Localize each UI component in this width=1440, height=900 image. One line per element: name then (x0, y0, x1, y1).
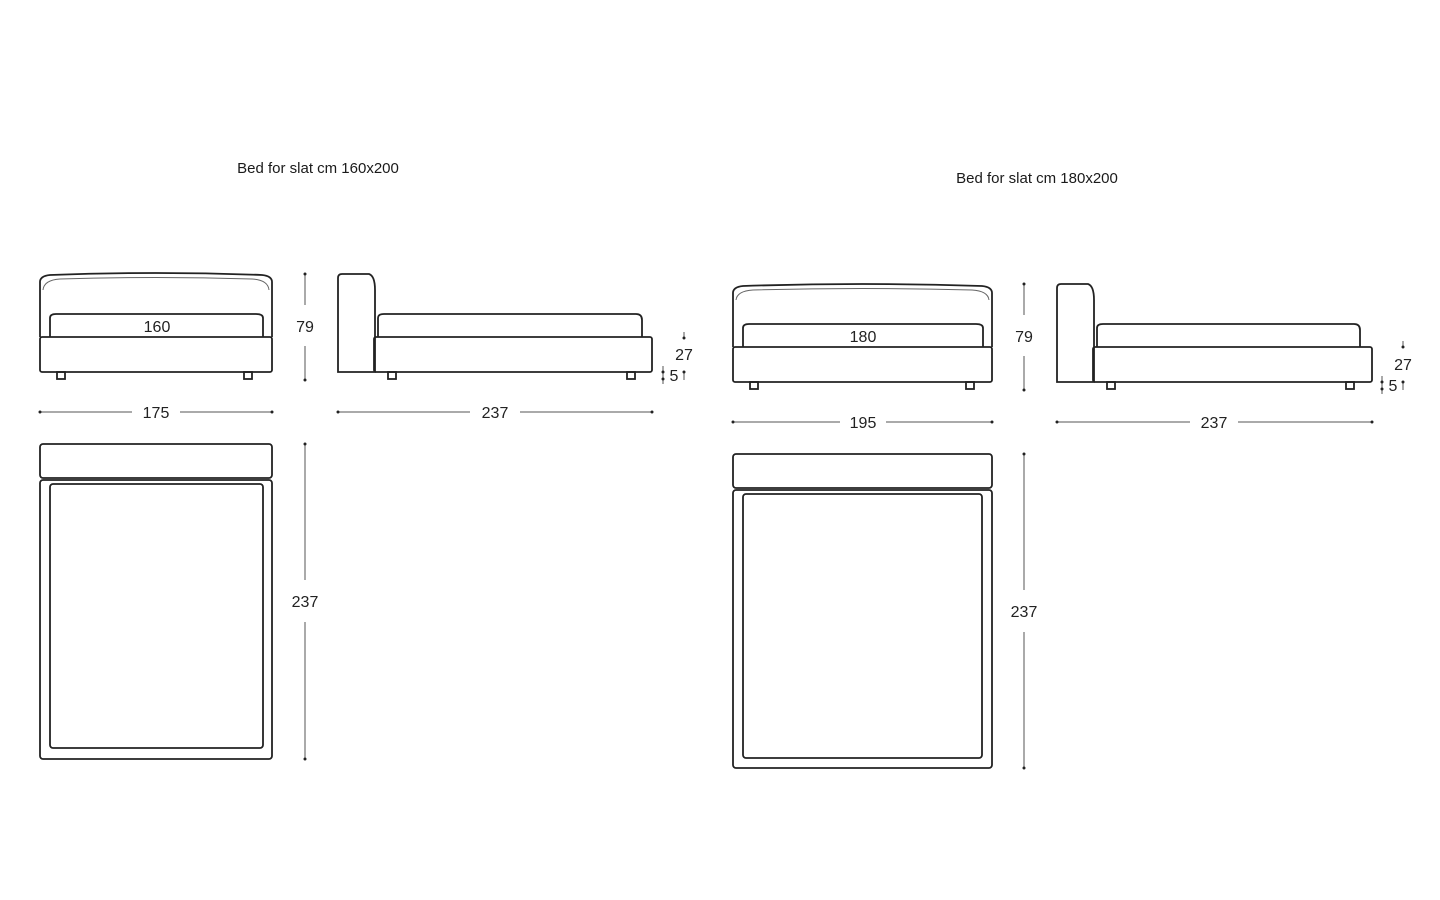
bed-160-top-view: 237 (39, 442, 319, 761)
headboard-top (732, 453, 993, 489)
mattress-width-label: 160 (144, 319, 171, 336)
leg (626, 371, 636, 380)
headboard-top (39, 443, 273, 479)
dimension-endpoint (1370, 420, 1374, 424)
mattress-front (49, 313, 264, 337)
headboard-front (732, 283, 993, 347)
length-label: 237 (482, 405, 509, 422)
dimension-endpoint (270, 410, 274, 414)
bed-180-front-view: 180 (732, 283, 993, 390)
mattress-top (49, 483, 264, 749)
leg (1345, 381, 1355, 390)
dimension-endpoint (661, 377, 665, 381)
top-length-label: 237 (292, 594, 319, 611)
dimension-endpoint (650, 410, 654, 414)
leg-height-label: 5 (1389, 378, 1398, 395)
dimension-endpoint (661, 370, 665, 374)
dimension-endpoint (303, 757, 307, 761)
headboard-side (337, 273, 376, 373)
frame-top (732, 489, 993, 769)
bed-160-title: Bed for slat cm 160x200 (237, 160, 399, 177)
dimension-endpoint (336, 410, 340, 414)
bed-180-side-view: 237 27 5 (1055, 283, 1412, 432)
dimension-endpoint (1401, 380, 1405, 384)
base-height-label: 27 (1394, 357, 1412, 374)
frame-top (39, 479, 273, 760)
dimension-endpoint (303, 442, 307, 446)
dimension-endpoint (1380, 380, 1384, 384)
mattress-width-label: 180 (850, 329, 877, 346)
mattress-front (742, 323, 984, 347)
dimension-endpoint (1022, 452, 1026, 456)
leg (1106, 381, 1116, 390)
top-length-label: 237 (1011, 604, 1038, 621)
length-label: 237 (1201, 415, 1228, 432)
dimension-endpoint (1022, 282, 1026, 286)
dimension-endpoint (682, 336, 686, 340)
leg (56, 371, 66, 380)
leg (387, 371, 397, 380)
leg-height-label: 5 (670, 368, 679, 385)
dimension-endpoint (682, 370, 686, 374)
width-label: 195 (850, 415, 877, 432)
width-dimension: 175 (38, 405, 274, 422)
width-label: 175 (143, 405, 170, 422)
dimension-endpoint (303, 378, 307, 382)
dimension-endpoint (1022, 766, 1026, 770)
headboard-side (1056, 283, 1095, 383)
bed-180-top-view: 237 (732, 452, 1038, 770)
headboard-edge-line (42, 277, 270, 291)
base-side (373, 336, 653, 373)
dimension-endpoint (303, 272, 307, 276)
leg (243, 371, 253, 380)
headboard-front (39, 272, 273, 337)
bed-160-drawing-set: Bed for slat cm 160x200 160 79 175 (38, 160, 693, 761)
dimension-endpoint (1401, 345, 1405, 349)
dimension-endpoint (1380, 387, 1384, 391)
bed-180-title: Bed for slat cm 180x200 (956, 170, 1118, 187)
leg (749, 381, 759, 390)
headboard-edge-line (735, 288, 990, 301)
base-side (1092, 346, 1373, 383)
height-label: 79 (296, 319, 314, 336)
height-dimension: 79 (1015, 282, 1033, 392)
height-dimension: 79 (296, 272, 314, 382)
base-height-label: 27 (675, 347, 693, 364)
dimension-endpoint (990, 420, 994, 424)
mattress-side (377, 313, 643, 337)
height-label: 79 (1015, 329, 1033, 346)
leg (965, 381, 975, 390)
bed-180-drawing-set: Bed for slat cm 180x200 180 79 195 (731, 170, 1412, 770)
dimension-endpoint (1055, 420, 1059, 424)
base-front (732, 346, 993, 383)
bed-160-front-view: 160 (39, 272, 273, 380)
dimension-endpoint (731, 420, 735, 424)
width-dimension: 195 (731, 415, 994, 432)
dimension-endpoint (38, 410, 42, 414)
dimension-endpoint (1022, 388, 1026, 392)
bed-160-side-view: 237 27 5 (336, 273, 693, 422)
mattress-side (1096, 323, 1361, 347)
base-front (39, 336, 273, 373)
mattress-top (742, 493, 983, 759)
